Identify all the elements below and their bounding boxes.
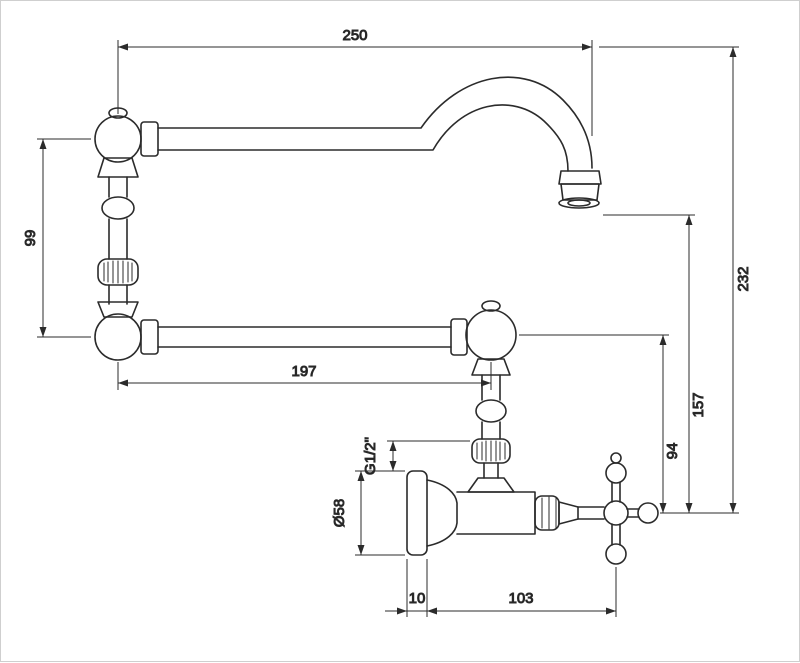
body-cone: [558, 501, 579, 525]
dim-thread-size: G1/2": [355, 437, 470, 475]
dim-103-label: 103: [508, 590, 533, 607]
flange-bell: [426, 479, 458, 547]
inlet-hub: [467, 477, 515, 493]
left-riser: [97, 157, 139, 318]
upper-ball-joint: [94, 115, 142, 163]
dim-arm-length: 197: [117, 362, 492, 390]
dim-top-width: 250: [117, 27, 593, 136]
dim-10-label: 10: [409, 590, 426, 607]
handle-ball-right: [637, 502, 659, 524]
handle-arm-bottom: [611, 523, 621, 546]
dim-total-height: 232: [599, 46, 753, 514]
dim-arm-height: 94: [519, 334, 682, 513]
handle-arm-top: [611, 481, 621, 503]
body-tube: [456, 491, 536, 535]
dim-bottom-lengths: 10 103: [385, 559, 617, 617]
handle-stem: [577, 506, 605, 520]
dim-94-label: 94: [664, 443, 681, 460]
aerator-ring: [558, 170, 602, 185]
riser-neck: [481, 374, 501, 401]
bonnet-grooves: [541, 496, 557, 530]
dim-99-label: 99: [22, 230, 39, 247]
riser-skirt-bottom: [97, 301, 139, 318]
extension-line: [599, 46, 739, 514]
riser-neck: [108, 218, 128, 260]
lower-arm-tube: [157, 326, 452, 348]
dim-spout-height: 157: [603, 214, 708, 513]
riser-skirt-top: [97, 157, 139, 178]
knurl-hatching: [103, 260, 133, 284]
cross-handle: [603, 452, 659, 565]
spout-outer-edge: [157, 76, 593, 169]
riser-knurl-ring: [97, 258, 139, 286]
dim-flange-diameter: Ø58: [331, 471, 405, 556]
riser-bulge: [475, 399, 507, 423]
handle-ball-top: [605, 462, 627, 484]
handle-arm-right: [626, 508, 640, 518]
riser-skirt-top: [471, 358, 511, 376]
aerator-rim: [558, 197, 600, 209]
dim-197-label: 197: [291, 363, 316, 380]
lower-arm-assembly: [94, 300, 517, 361]
handle-hub: [603, 500, 629, 526]
wall-flange-plate: [406, 470, 428, 556]
extension-line: [406, 559, 617, 617]
dim-left-height: 99: [22, 138, 91, 338]
faucet-outline: [94, 76, 659, 565]
arm-collar: [140, 121, 159, 157]
riser-neck: [108, 176, 128, 198]
dim-diameter-label: Ø58: [331, 499, 348, 527]
extension-line: [117, 40, 593, 136]
dim-232-label: 232: [735, 266, 752, 291]
aerator-outlet: [567, 199, 591, 207]
dim-250-label: 250: [342, 27, 367, 44]
handle-finial: [610, 452, 622, 464]
bonnet-ring: [534, 495, 560, 531]
extension-line: [37, 138, 91, 338]
spout-inner-edge: [157, 104, 569, 172]
handle-ball-bottom: [605, 543, 627, 565]
riser-knurl-ring: [471, 438, 511, 464]
arm-collar: [140, 319, 159, 355]
riser-bulge: [101, 196, 135, 220]
spout-arm-assembly: [94, 76, 602, 209]
dim-thread-label: G1/2": [362, 437, 379, 475]
lower-left-ball-joint: [94, 313, 142, 361]
riser-neck: [481, 421, 501, 440]
ball-cap: [481, 300, 501, 312]
knurl-hatching: [476, 440, 506, 462]
dim-157-label: 157: [690, 392, 707, 417]
wall-body: [406, 470, 605, 556]
right-ball-joint: [465, 309, 517, 361]
riser-neck: [108, 284, 128, 305]
riser-neck: [483, 462, 499, 479]
arm-collar: [450, 318, 468, 356]
right-riser: [467, 358, 515, 493]
